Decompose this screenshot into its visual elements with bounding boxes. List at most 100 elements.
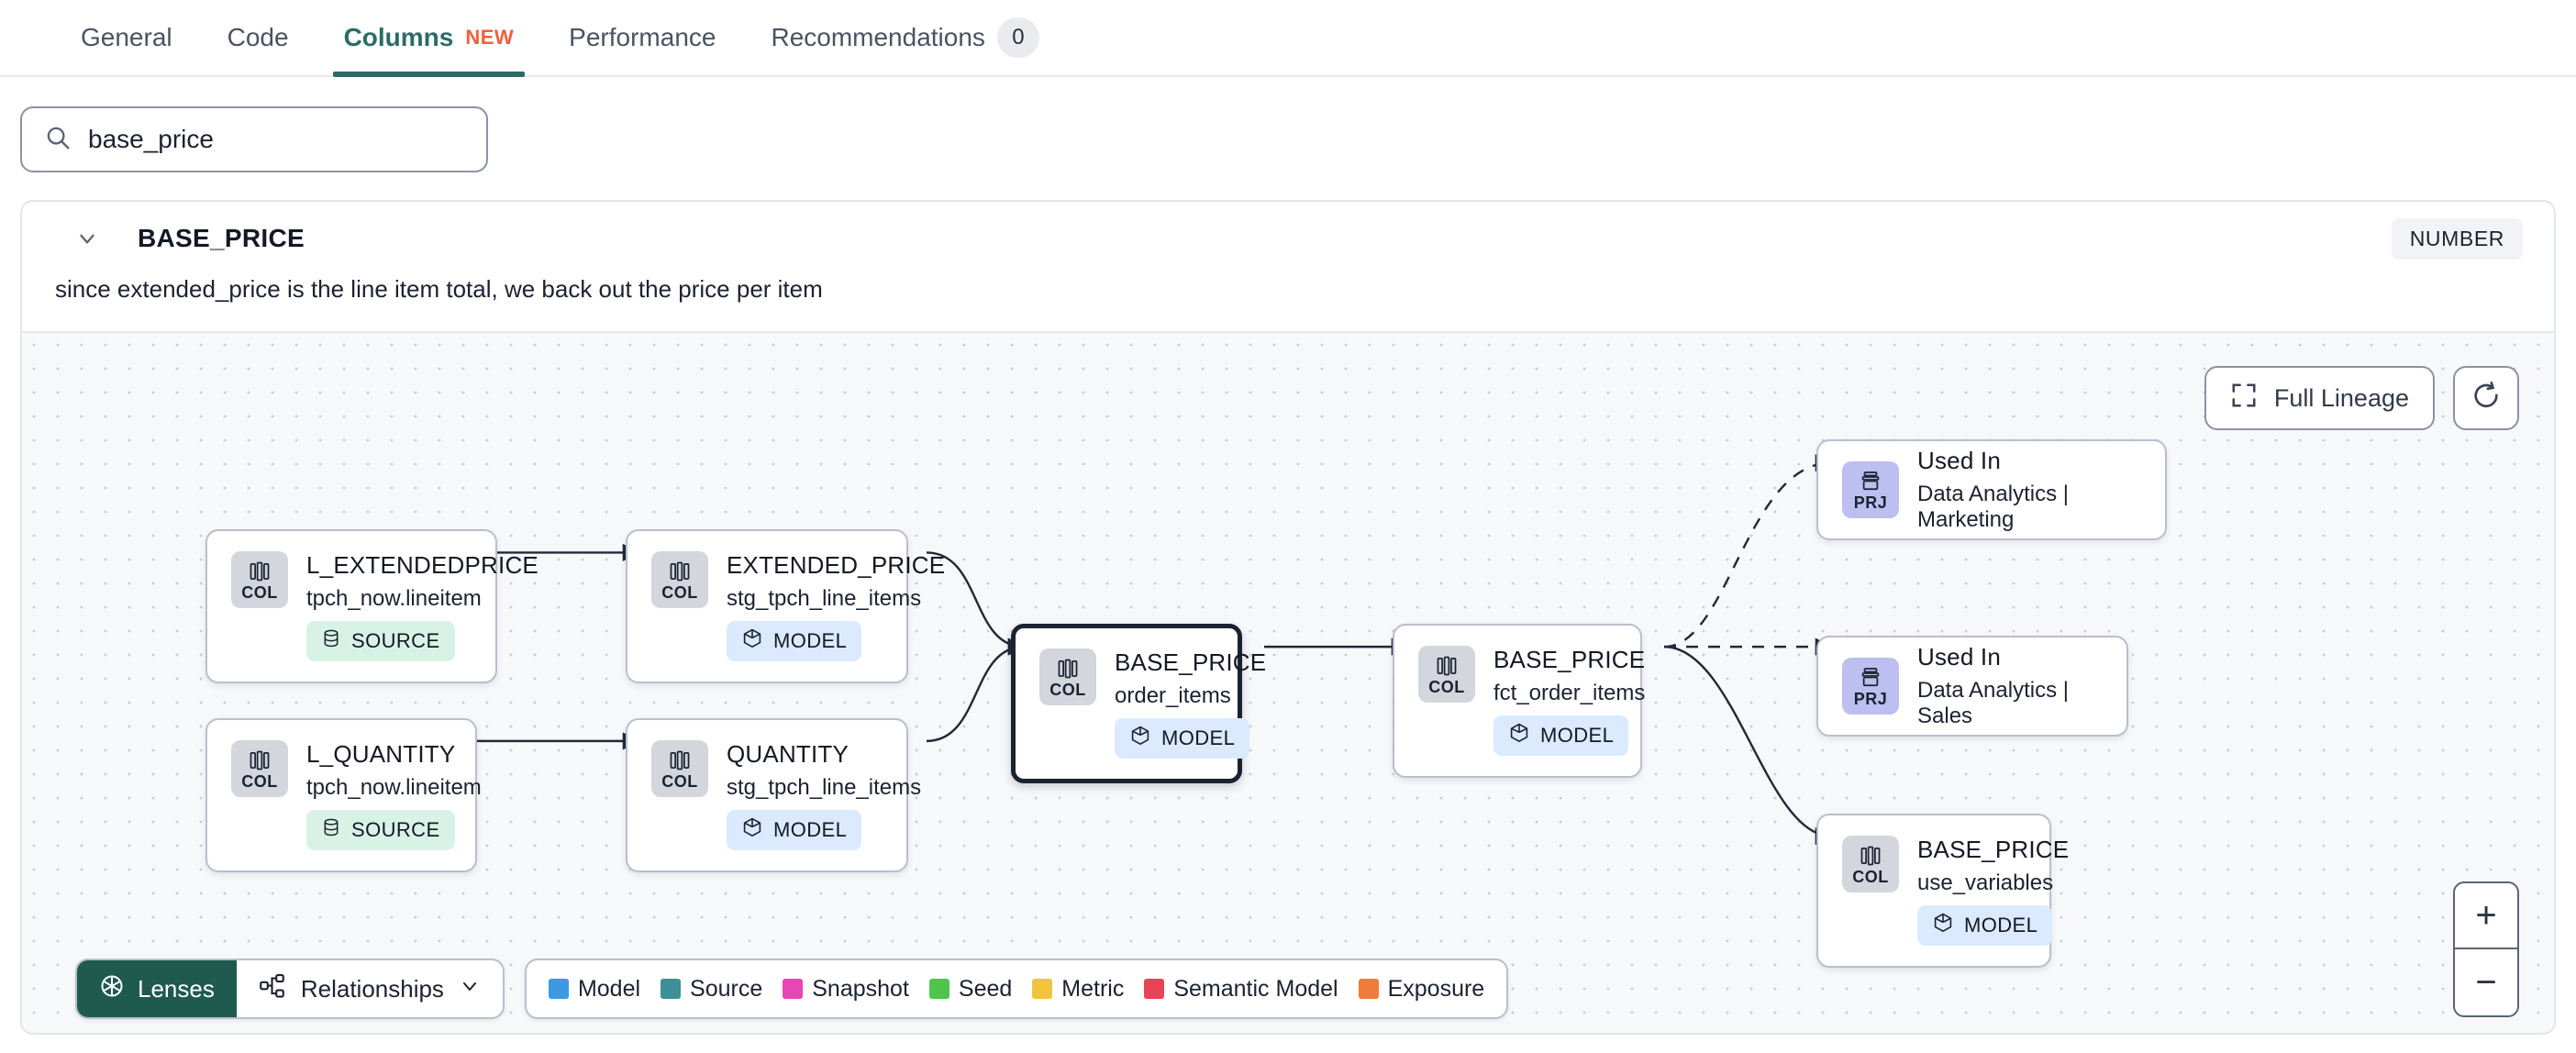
relationships-button[interactable]: Relationships: [237, 960, 503, 1017]
column-card: BASE_PRICE NUMBER since extended_price i…: [20, 200, 2556, 1035]
refresh-icon: [2471, 381, 2501, 416]
tab-label: Code: [227, 23, 289, 51]
model-icon: [1129, 725, 1151, 752]
zoom-out-button[interactable]: −: [2475, 961, 2497, 1003]
node-subtitle: use_variables: [1917, 870, 2054, 895]
canvas-controls: Full Lineage: [2204, 366, 2519, 430]
legend-label: Snapshot: [812, 975, 909, 1002]
node-kind-pill: MODEL: [1917, 905, 2053, 946]
column-description: since extended_price is the line item to…: [55, 275, 823, 303]
column-icon: COL: [1418, 646, 1475, 703]
tab-label: Performance: [569, 23, 716, 51]
aperture-icon: [99, 973, 125, 1005]
node-type-legend: Model Source Snapshot Seed Metric Semantic Mo…: [524, 959, 1509, 1019]
lenses-label: Lenses: [138, 974, 215, 1003]
node-kind-label: MODEL: [773, 629, 848, 652]
lenses-button[interactable]: Lenses: [77, 960, 237, 1017]
search-value: base_price: [88, 125, 214, 153]
legend-label: Model: [577, 975, 641, 1002]
tab-label: Recommendations: [771, 23, 985, 51]
column-icon: COL: [651, 551, 708, 608]
node-name: Used In: [1917, 643, 2002, 671]
zoom-in-button[interactable]: +: [2455, 883, 2517, 949]
canvas-bottom-toolbar: Lenses Relationships: [75, 959, 1509, 1019]
full-lineage-label: Full Lineage: [2273, 383, 2409, 412]
node-kind-pill: MODEL: [1493, 715, 1629, 756]
refresh-button[interactable]: [2453, 366, 2519, 430]
project-icon: PRJ: [1842, 461, 1899, 518]
legend-label: Seed: [958, 975, 1013, 1002]
node-name: L_QUANTITY: [306, 740, 456, 768]
node-icon-tag: COL: [1428, 677, 1465, 696]
legend-label: Metric: [1061, 975, 1125, 1002]
database-icon: [321, 627, 341, 655]
node-kind-label: MODEL: [1540, 724, 1615, 747]
node-kind-pill: MODEL: [727, 810, 862, 850]
node-subtitle: stg_tpch_line_items: [727, 775, 922, 800]
legend-item-snapshot[interactable]: Snapshot: [783, 976, 909, 1003]
node-icon-tag: COL: [241, 582, 278, 602]
node-icon-tag: PRJ: [1853, 689, 1888, 708]
model-icon: [741, 627, 763, 655]
legend-item-exposure[interactable]: Exposure: [1358, 975, 1485, 1003]
tab-general[interactable]: General: [53, 0, 200, 75]
lenses-group: Lenses Relationships: [75, 959, 505, 1019]
node-subtitle: order_items: [1115, 683, 1231, 708]
tab-label: Columns: [343, 23, 454, 51]
column-name: BASE_PRICE: [138, 224, 305, 252]
node-kind-pill: MODEL: [1115, 718, 1250, 759]
tab-performance[interactable]: Performance: [541, 0, 743, 75]
node-name: L_EXTENDEDPRICE: [306, 551, 539, 579]
legend-item-metric[interactable]: Metric: [1032, 976, 1124, 1003]
node-subtitle: tpch_now.lineitem: [306, 586, 482, 611]
legend-swatch: [1144, 979, 1165, 999]
node-icon-tag: COL: [241, 771, 278, 791]
legend-item-source[interactable]: Source: [661, 976, 762, 1003]
tab-count-badge: 0: [996, 17, 1039, 58]
node-subtitle: fct_order_items: [1493, 681, 1646, 705]
node-name: BASE_PRICE: [1493, 646, 1646, 673]
project-icon: PRJ: [1842, 658, 1899, 715]
search-icon: [44, 124, 72, 156]
legend-item-semantic-model[interactable]: Semantic Model: [1144, 976, 1338, 1003]
tab-label: General: [81, 23, 172, 51]
node-subtitle: Data Analytics | Marketing: [1917, 482, 2069, 532]
legend-swatch: [783, 979, 804, 999]
node-name: EXTENDED_PRICE: [727, 551, 946, 579]
search-input[interactable]: base_price: [20, 106, 488, 172]
legend-swatch: [1032, 979, 1053, 999]
node-kind-label: MODEL: [1964, 914, 2038, 937]
node-name: QUANTITY: [727, 740, 849, 768]
chevron-down-icon[interactable]: [75, 227, 99, 250]
legend-item-model[interactable]: Model: [548, 975, 641, 1003]
node-icon-tag: COL: [1049, 680, 1086, 699]
column-icon: COL: [1039, 648, 1096, 705]
tab-recommendations[interactable]: Recommendations 0: [743, 0, 1066, 75]
legend-label: Exposure: [1387, 975, 1485, 1002]
node-kind-label: SOURCE: [351, 818, 440, 841]
full-lineage-button[interactable]: Full Lineage: [2204, 366, 2435, 430]
chevron-down-icon: [459, 975, 481, 1003]
relationships-icon: [259, 972, 286, 1006]
expand-icon: [2230, 382, 2258, 416]
relationships-label: Relationships: [300, 974, 444, 1003]
tab-code[interactable]: Code: [200, 0, 316, 75]
legend-item-seed[interactable]: Seed: [928, 975, 1013, 1003]
